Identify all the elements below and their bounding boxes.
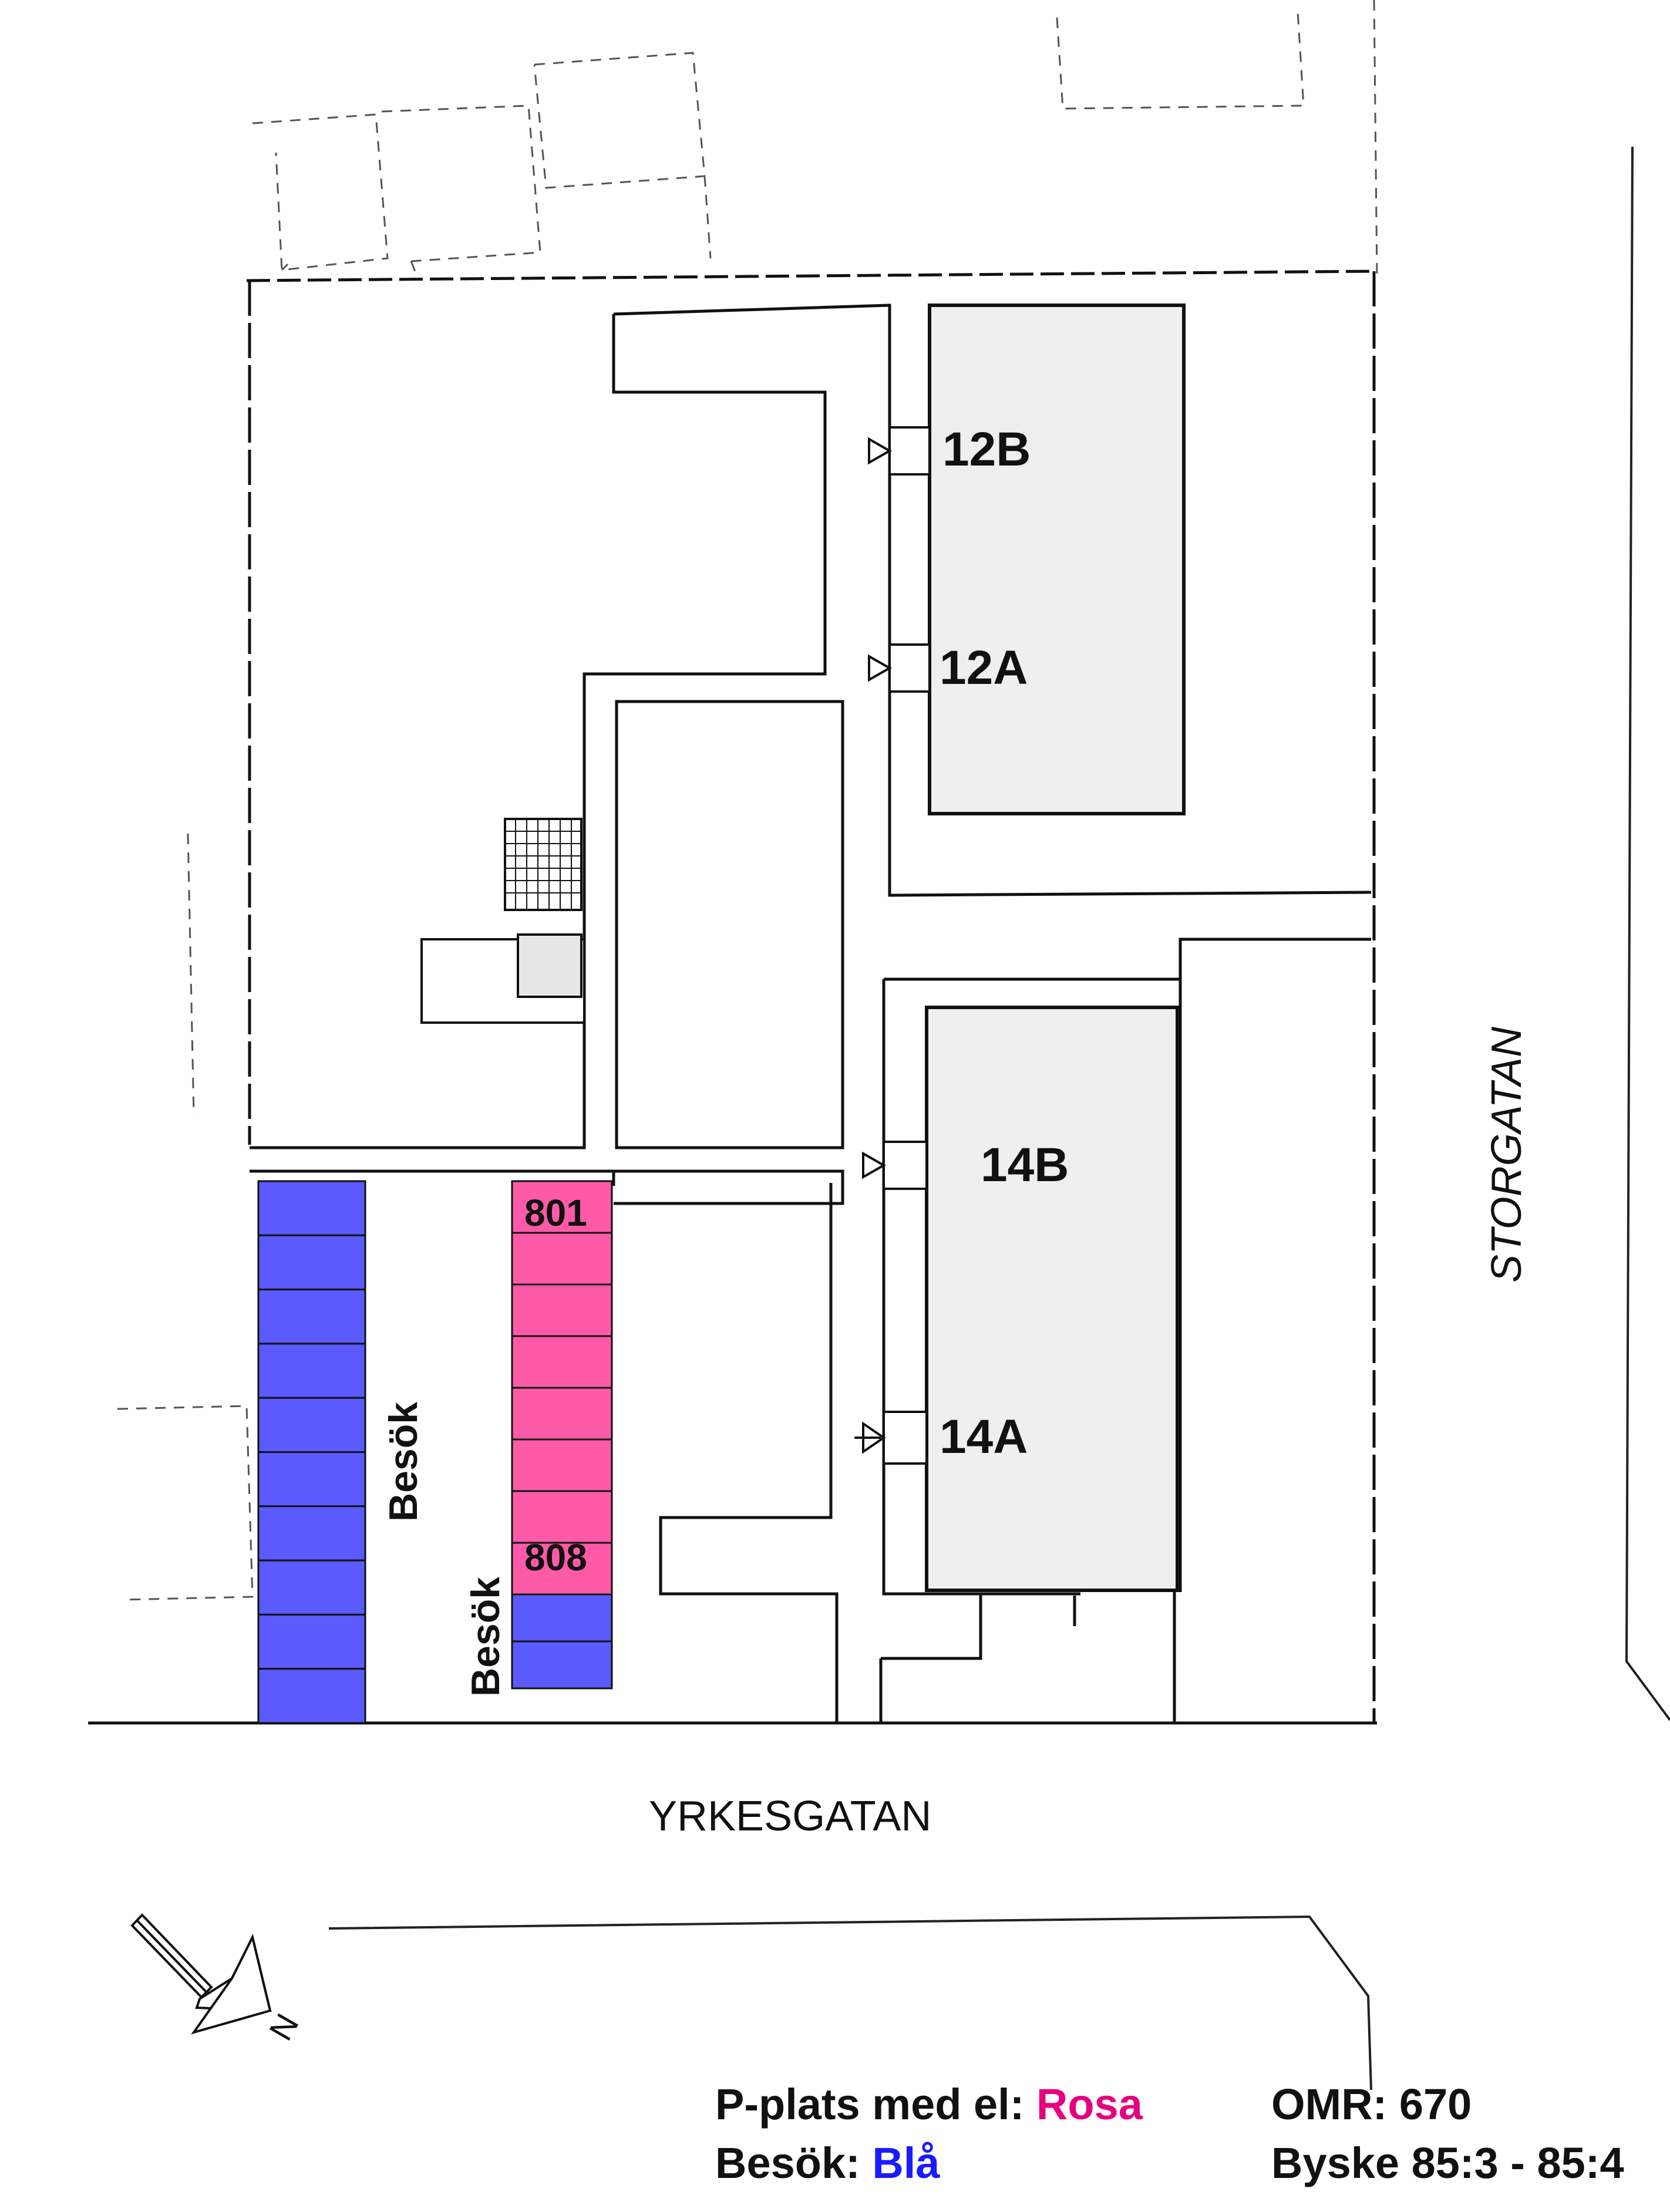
parking-row-visitor-right — [511, 1593, 613, 1690]
visitor-parking-spot-10 — [257, 1668, 366, 1724]
entrance-label-12a: 12A — [940, 641, 1028, 694]
visitor-parking-spot-7 — [257, 1505, 366, 1562]
parking-row-visitor-left — [257, 1180, 366, 1724]
legend-visitor: Besök: Blå — [715, 2142, 940, 2185]
visitor-parking-spot-1 — [257, 1180, 366, 1236]
street-label-storgatan: STORGATAN — [1483, 1026, 1530, 1283]
visitor-parking-spot-5 — [257, 1397, 366, 1453]
legend-electric-color: Rosa — [1036, 2080, 1143, 2129]
electric-parking-spot-2 — [511, 1232, 613, 1286]
street-label-yrkesgatan: YRKESGATAN — [649, 1793, 931, 1840]
visitor-parking-spot-right-2 — [511, 1640, 613, 1690]
visitor-label-left: Besök — [381, 1402, 426, 1522]
electric-parking-spot-4 — [511, 1335, 613, 1389]
parking-row-electric — [511, 1180, 613, 1596]
visitor-parking-spot-6 — [257, 1451, 366, 1508]
visitor-parking-spot-2 — [257, 1234, 366, 1291]
building-12 — [928, 304, 1186, 815]
visitor-parking-spot-3 — [257, 1289, 366, 1345]
grate-hatching — [505, 819, 581, 910]
electric-parking-spot-5 — [511, 1387, 613, 1441]
street-edges — [328, 146, 1670, 2090]
visitor-parking-spot-4 — [257, 1343, 366, 1399]
entrance-label-12b: 12B — [942, 423, 1031, 476]
legend-area: OMR: 670 — [1271, 2080, 1472, 2129]
electric-parking-spot-3 — [511, 1283, 613, 1337]
electric-parking-spot-7 — [511, 1490, 613, 1544]
building-14 — [925, 1006, 1179, 1592]
north-label: N — [262, 2007, 306, 2046]
visitor-parking-spot-right-1 — [511, 1593, 613, 1643]
neighbouring-plots — [117, 0, 1378, 1601]
electric-parking-spot-6 — [511, 1438, 613, 1492]
electric-parking-spot-8 — [511, 1542, 613, 1596]
courtyard-paths — [250, 304, 1372, 1723]
buildings — [925, 304, 1186, 1592]
electric-parking-spot-1 — [511, 1180, 613, 1234]
legend-electric-prefix: P-plats med el: — [715, 2080, 1036, 2129]
parking-spot-label-first: 801 — [524, 1192, 587, 1234]
legend-electric: P-plats med el: Rosa — [715, 2083, 1143, 2126]
parking-spot-label-last: 808 — [524, 1536, 587, 1579]
entrance-markers — [854, 426, 931, 1465]
legend-visitor-prefix: Besök: — [715, 2139, 873, 2187]
visitor-label-right: Besök — [463, 1577, 508, 1697]
visitor-parking-spot-8 — [257, 1559, 366, 1616]
north-arrow-icon — [130, 1913, 272, 2035]
entrance-label-14a: 14A — [940, 1410, 1028, 1464]
entrance-label-14b: 14B — [981, 1138, 1069, 1192]
visitor-parking-spot-9 — [257, 1613, 366, 1670]
legend-visitor-color: Blå — [872, 2139, 940, 2187]
auxiliary-structures — [420, 818, 585, 1024]
legend-property: Byske 85:3 - 85:4 — [1271, 2139, 1624, 2187]
